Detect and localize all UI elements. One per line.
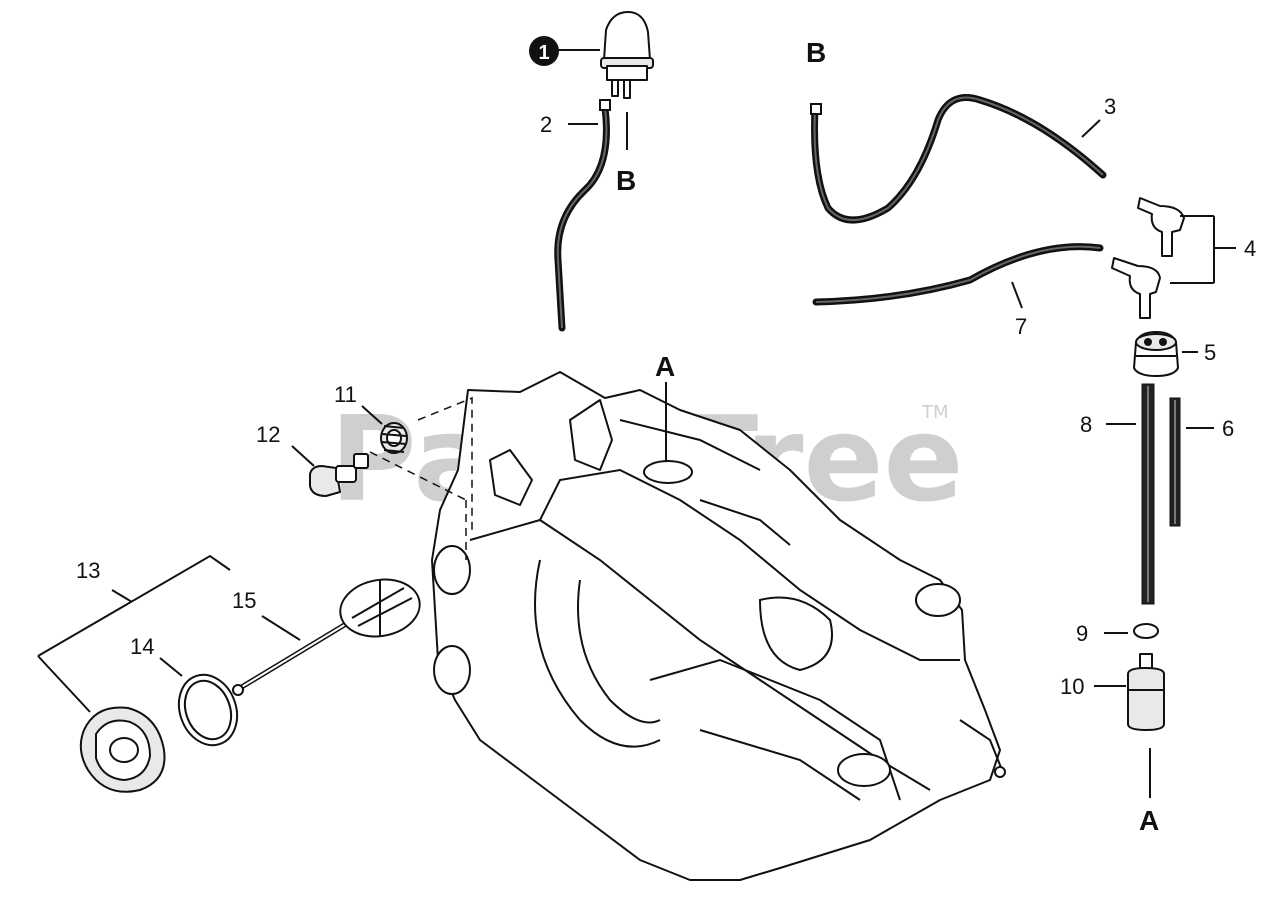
callout-10: 10 — [1060, 674, 1084, 699]
callout-9: 9 — [1076, 621, 1088, 646]
callout-6: 6 — [1222, 416, 1234, 441]
grommet-part — [1133, 331, 1179, 377]
callout-8: 8 — [1080, 412, 1092, 437]
leader-11 — [361, 405, 383, 425]
fuel-hose-part — [812, 243, 1104, 306]
ref-b-right: B — [806, 37, 826, 68]
callout-5: 5 — [1204, 340, 1216, 365]
primer-bulb-part — [600, 11, 654, 99]
bracket-13 — [37, 554, 231, 713]
fuel-line-part — [1141, 383, 1155, 605]
o-ring-small-part — [1133, 623, 1159, 639]
callout-14: 14 — [130, 634, 154, 659]
callout-3: 3 — [1104, 94, 1116, 119]
leader-3 — [1081, 119, 1101, 138]
valve-plug-part — [309, 453, 369, 497]
elbow-fitting-upper — [1137, 197, 1185, 257]
tank-filler-opening — [643, 460, 693, 484]
spring-insert-part — [380, 422, 408, 454]
elbow-fitting-lower — [1111, 257, 1161, 319]
callout-1: 1 — [538, 42, 549, 64]
callout-15: 15 — [232, 588, 256, 613]
callout-12: 12 — [256, 422, 280, 447]
leader-7 — [1011, 281, 1023, 309]
dashed-guide-11 — [417, 396, 473, 530]
dashed-guide-12 — [369, 451, 467, 560]
ref-a-tank: A — [655, 351, 675, 382]
crankcase-housing — [431, 371, 1006, 881]
watermark-trademark: TM — [921, 402, 949, 423]
callout-4: 4 — [1244, 236, 1256, 261]
short-line-part — [1169, 397, 1181, 527]
leader-15 — [261, 615, 301, 641]
leader-12 — [291, 445, 315, 467]
fuel-pickup-strainer-part — [232, 578, 421, 696]
ref-a-bottom: A — [1139, 805, 1159, 836]
callout-7: 7 — [1015, 314, 1027, 339]
return-hose-part — [810, 94, 1107, 224]
leader-14 — [159, 657, 183, 677]
leader-13 — [111, 589, 133, 603]
callout-1-badge — [529, 36, 559, 66]
callout-2: 2 — [540, 112, 552, 137]
primer-hose-part — [554, 99, 611, 332]
ref-b-left: B — [616, 165, 636, 196]
fuel-filter-part — [1127, 653, 1165, 731]
callout-11: 11 — [334, 382, 357, 407]
cap-gasket-part — [177, 673, 239, 747]
fuel-cap-part — [79, 706, 166, 793]
callout-13: 13 — [76, 558, 100, 583]
